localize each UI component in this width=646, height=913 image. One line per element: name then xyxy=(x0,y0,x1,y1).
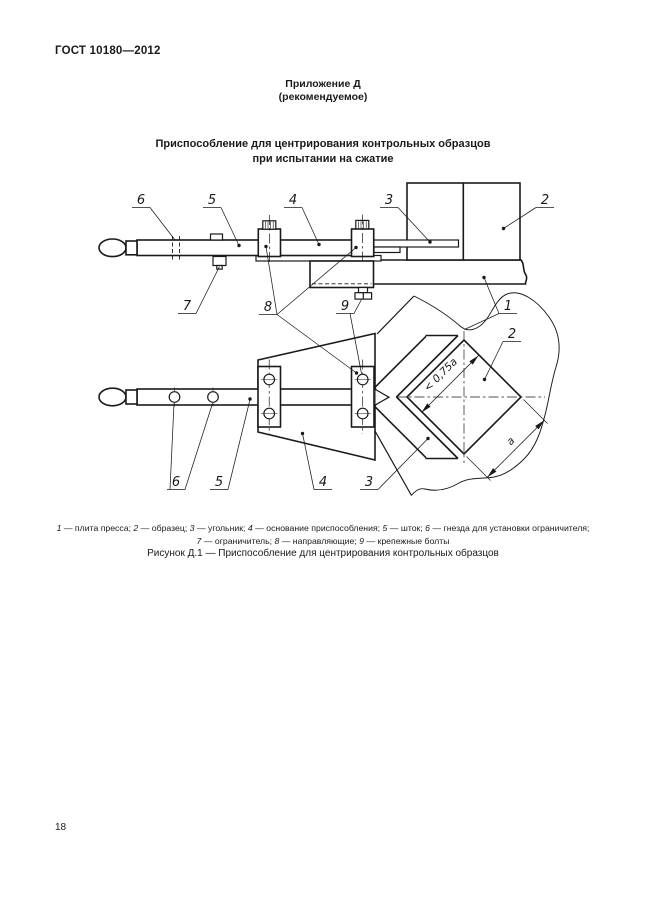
callouts: 6 5 4 3 2 7 8 9 xyxy=(132,193,554,490)
figure-title-line1: Приспособление для центрирования контрол… xyxy=(155,138,491,150)
appendix-type: (рекомендуемое) xyxy=(278,91,368,103)
legend-num-5: 5 xyxy=(382,522,388,533)
legend-text-1: — плита пресса; xyxy=(61,522,134,533)
callout-5-side: 5 xyxy=(208,193,216,208)
appendix-label: Приложение Д xyxy=(285,78,361,90)
rod-holes xyxy=(168,387,219,407)
legend-num-8: 8 xyxy=(274,536,280,547)
legend-num-3: 3 xyxy=(189,522,195,533)
legend-text-6: — гнезда для установки ограничителя; xyxy=(430,522,590,533)
legend-num-2: 2 xyxy=(133,522,139,533)
callout-6-plan: 6 xyxy=(172,475,180,490)
dimension-a: a xyxy=(504,435,517,448)
callout-5-plan: 5 xyxy=(215,475,223,490)
callout-3-side: 3 xyxy=(385,193,393,208)
legend-text-5: — шток; xyxy=(387,522,426,533)
callout-2-plan: 2 xyxy=(508,327,516,342)
angle-bracket xyxy=(374,334,459,460)
callout-3-plan: 3 xyxy=(365,475,373,490)
doc-number: ГОСТ 10180—2012 xyxy=(55,45,161,57)
callout-9: 9 xyxy=(341,299,349,314)
appendix-header: Приложение Д (рекомендуемое) xyxy=(0,78,646,104)
plan-view: < 0,75a a xyxy=(98,292,560,496)
callout-7: 7 xyxy=(183,299,192,314)
legend-text-2: — образец; xyxy=(138,522,190,533)
legend-text-7: — ограничитель; xyxy=(201,536,275,547)
legend-num-4: 4 xyxy=(247,522,253,533)
page-number: 18 xyxy=(55,822,67,833)
callout-2-side: 2 xyxy=(541,193,549,208)
legend-text-8: — направляющие; xyxy=(279,536,360,547)
figure-title-line2: при испытании на сжатие xyxy=(252,153,394,165)
block-bolts xyxy=(262,219,370,230)
legend-num-6: 6 xyxy=(425,522,431,533)
figure-caption: Рисунок Д.1 — Приспособление для центрир… xyxy=(147,548,499,559)
figure-title: Приспособление для центрирования контрол… xyxy=(0,137,646,167)
callout-1: 1 xyxy=(504,299,512,314)
guide-plate-holes xyxy=(261,373,371,420)
legend-text-9: — крепежные болты xyxy=(364,536,450,547)
legend-text-4: — основание приспособления; xyxy=(252,522,383,533)
legend-num-7: 7 xyxy=(196,536,202,547)
callout-4-plan: 4 xyxy=(319,475,327,490)
callout-4-side: 4 xyxy=(289,193,297,208)
legend-text-3: — угольник; xyxy=(194,522,248,533)
side-view xyxy=(98,182,528,300)
callout-8: 8 xyxy=(264,300,272,315)
legend-num-1: 1 xyxy=(56,522,62,533)
figure-legend: 1 — плита пресса; 2 — образец; 3 — уголь… xyxy=(53,522,593,549)
callout-6-side: 6 xyxy=(137,193,145,208)
legend-num-9: 9 xyxy=(359,536,365,547)
